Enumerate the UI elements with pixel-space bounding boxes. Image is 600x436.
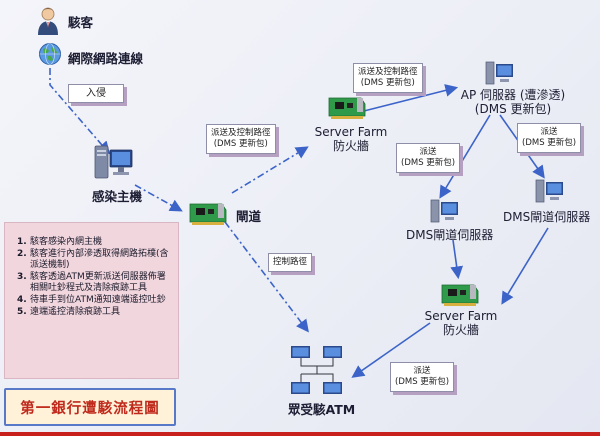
firewall-top-line2: 防火牆 <box>332 139 369 153</box>
step-text: 駭客進行內部滲透取得網路拓樸(含派送機制) <box>30 249 169 270</box>
dist-callout-mid-right: 派送 (DMS 更新包) <box>517 123 582 153</box>
dist-control-top-line2: (DMS 更新包) <box>360 78 415 88</box>
globe-icon <box>39 43 61 65</box>
step-text: 駭客透過ATM更新派送伺服器佈署相關吐鈔程式及清除痕跡工具 <box>30 272 166 293</box>
arrow-host-to-gateway <box>134 184 183 212</box>
arrow-dms-left-to-firewall <box>450 239 464 280</box>
network-card-icon <box>189 203 227 225</box>
server-computer-icon <box>535 179 563 203</box>
step-text: 待車手到位ATM通知遠端遙控吐鈔 <box>30 295 166 305</box>
firewall-bottom-line1: Server Farm <box>424 309 498 323</box>
firewall-top-label: Server Farm 防火牆 <box>310 125 392 153</box>
dist-mid-left-line1: 派送 <box>419 147 437 157</box>
intrusion-label: 入侵 <box>86 88 106 99</box>
arrow-dms-right-to-firewall <box>501 227 549 305</box>
atm-label: 眾受駭ATM <box>288 402 356 417</box>
arrow-gateway-to-atm <box>224 221 309 333</box>
dist-callout-mid-left: 派送 (DMS 更新包) <box>396 143 461 173</box>
step-item: 4.待車手到位ATM通知遠端遙控吐鈔 <box>17 295 170 306</box>
step-number: 3. <box>17 272 27 282</box>
server-computer-icon <box>430 199 458 223</box>
ap-server-label: AP 伺服器 (遭滲透) (DMS 更新包) <box>454 88 572 116</box>
firewall-bottom-line2: 防火牆 <box>442 323 479 337</box>
networked-computers-icon <box>291 346 342 394</box>
network-card-icon <box>328 97 366 119</box>
arrow-firewall-to-ap <box>359 84 459 113</box>
step-number: 5. <box>17 307 27 317</box>
internet-label: 網際網路連線 <box>68 51 144 66</box>
user-suit-icon <box>38 7 58 35</box>
firewall-top-line1: Server Farm <box>314 125 388 139</box>
title-box: 第一銀行遭駭流程圖 <box>4 388 176 426</box>
firewall-bottom-label: Server Farm 防火牆 <box>420 309 502 337</box>
ap-server-line2: (DMS 更新包) <box>474 102 552 116</box>
control-path-callout: 控制路徑 <box>268 253 313 272</box>
server-computer-icon <box>485 61 513 85</box>
infected-host-label: 感染主機 <box>92 189 143 204</box>
dms-gateway-right-label: DMS閘道伺服器 <box>503 210 591 224</box>
dist-mid-left-line2: (DMS 更新包) <box>401 158 456 168</box>
dist-callout-bottom: 派送 (DMS 更新包) <box>390 362 455 392</box>
dms-gateway-left-label: DMS閘道伺服器 <box>406 228 494 242</box>
network-card-icon <box>441 284 479 306</box>
step-item: 1.駭客感染內網主機 <box>17 237 170 248</box>
dist-control-callout-top: 派送及控制路徑 (DMS 更新包) <box>353 63 423 93</box>
control-path-label: 控制路徑 <box>273 257 308 267</box>
dist-bottom-line1: 派送 <box>413 366 431 376</box>
dist-control-callout-left: 派送及控制路徑 (DMS 更新包) <box>206 124 276 154</box>
intrusion-callout: 入侵 <box>68 84 124 103</box>
dist-bottom-line2: (DMS 更新包) <box>395 377 450 387</box>
step-text: 駭客感染內網主機 <box>30 237 103 247</box>
computer-tower-icon <box>94 145 133 179</box>
page-title: 第一銀行遭駭流程圖 <box>20 400 160 417</box>
step-text: 遠端遙控清除痕跡工具 <box>30 307 121 317</box>
gateway-label: 閘道 <box>236 209 262 224</box>
step-item: 5.遠端遙控清除痕跡工具 <box>17 307 170 318</box>
dist-mid-right-line1: 派送 <box>540 127 558 137</box>
dist-control-top-line1: 派送及控制路徑 <box>358 67 418 77</box>
step-number: 4. <box>17 295 27 305</box>
hacker-label: 駭客 <box>68 15 94 30</box>
arrow-ap-to-dms-left <box>439 114 491 199</box>
arrow-firewall-to-atm <box>351 322 431 378</box>
arrow-gateway-to-firewall <box>231 146 309 194</box>
dist-mid-right-line2: (DMS 更新包) <box>522 138 577 148</box>
ap-server-line1: AP 伺服器 (遭滲透) <box>460 88 566 102</box>
arrow-internet-to-host <box>49 68 111 155</box>
step-item: 2.駭客進行內部滲透取得網路拓樸(含派送機制) <box>17 249 170 271</box>
step-number: 2. <box>17 249 27 259</box>
bottom-accent-bar <box>0 432 600 436</box>
dist-control-left-line1: 派送及控制路徑 <box>211 128 271 138</box>
dist-control-left-line2: (DMS 更新包) <box>213 139 268 149</box>
step-item: 3.駭客透過ATM更新派送伺服器佈署相關吐鈔程式及清除痕跡工具 <box>17 272 170 294</box>
step-number: 1. <box>17 237 27 247</box>
